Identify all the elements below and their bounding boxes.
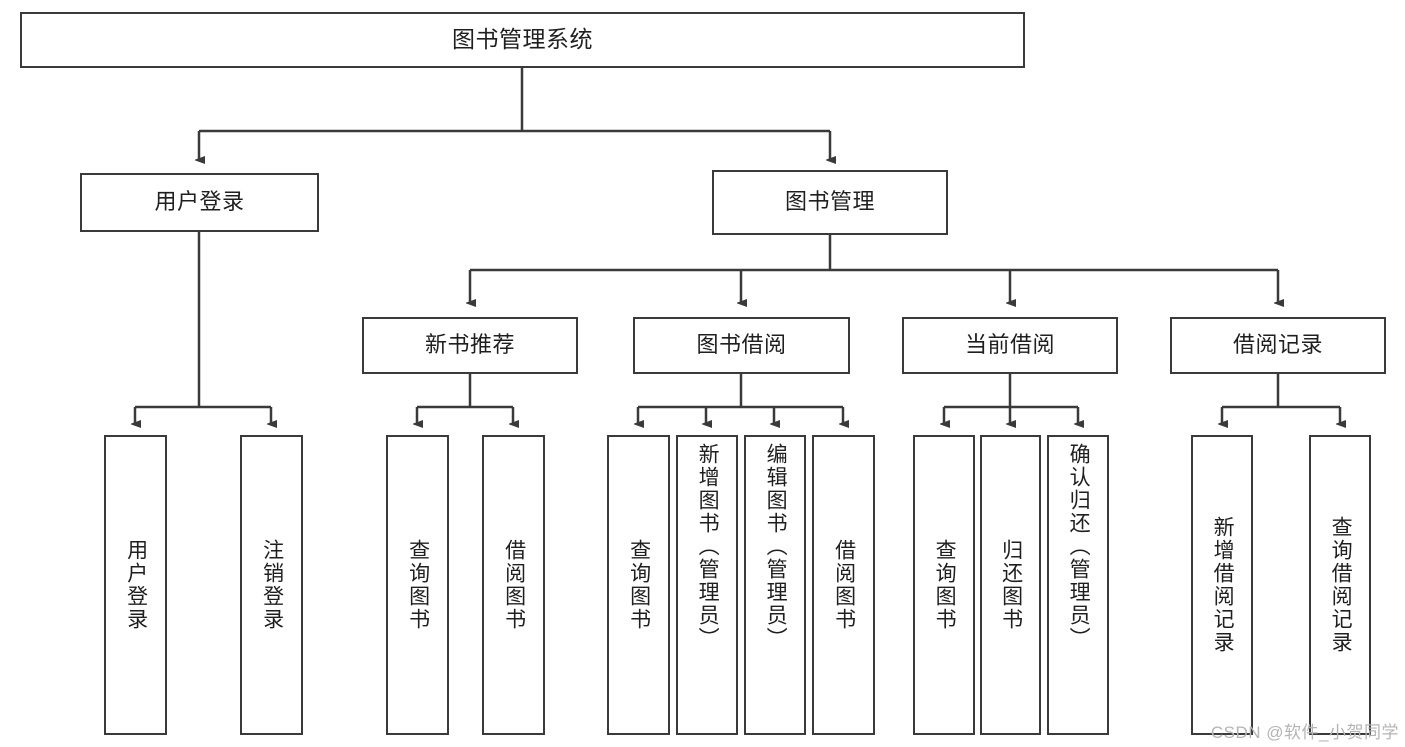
leaf-newbook-query-books[interactable]: 查询图书 [386,435,449,735]
leaf-newbook-borrow-books[interactable]: 借阅图书 [482,435,545,735]
node-label: 新书推荐 [424,332,515,358]
node-label: 查询借阅记录 [1329,516,1353,654]
node-label: 借阅图书 [502,539,526,631]
leaf-current-return-books[interactable]: 归还图书 [980,435,1041,735]
leaf-current-confirm-return-admin[interactable]: 确认归还（管理员） [1047,435,1109,735]
leaf-logout[interactable]: 注销登录 [240,435,303,735]
csdn-watermark: CSDN @软件_小贺同学 [1210,723,1399,742]
leaf-current-query-books[interactable]: 查询图书 [913,435,975,735]
node-root-book-management-system[interactable]: 图书管理系统 [20,12,1025,68]
node-label: 图书借阅 [696,332,787,358]
node-new-book-recommendation[interactable]: 新书推荐 [362,317,578,374]
node-label: 确认归还（管理员） [1067,443,1091,650]
node-label: 当前借阅 [964,332,1055,358]
node-borrowing-record[interactable]: 借阅记录 [1170,317,1386,374]
node-label: 注销登录 [260,539,284,631]
node-label: 借阅记录 [1232,332,1323,358]
node-label: 用户登录 [154,189,245,215]
leaf-user-login[interactable]: 用户登录 [104,435,167,735]
node-book-borrowing[interactable]: 图书借阅 [633,317,850,374]
node-label: 借阅图书 [832,539,856,631]
node-label: 查询图书 [627,539,651,631]
node-label: 用户登录 [124,539,148,631]
node-label: 新增图书（管理员） [696,443,720,650]
node-label: 图书管理 [784,189,875,215]
leaf-record-query-borrow-record[interactable]: 查询借阅记录 [1309,435,1371,735]
leaf-borrow-borrow-books[interactable]: 借阅图书 [812,435,875,735]
node-current-borrowing[interactable]: 当前借阅 [902,317,1118,374]
node-label: 查询图书 [406,539,430,631]
node-label: 新增借阅记录 [1211,516,1235,654]
node-label: 归还图书 [999,539,1023,631]
leaf-borrow-edit-book-admin[interactable]: 编辑图书（管理员） [744,435,806,735]
leaf-borrow-add-book-admin[interactable]: 新增图书（管理员） [676,435,738,735]
node-label: 图书管理系统 [452,26,593,53]
leaf-record-add-borrow-record[interactable]: 新增借阅记录 [1191,435,1253,735]
node-user-login[interactable]: 用户登录 [80,173,319,232]
node-label: 查询图书 [933,539,957,631]
node-label: 编辑图书（管理员） [764,443,788,650]
leaf-borrow-query-books[interactable]: 查询图书 [607,435,670,735]
node-book-management[interactable]: 图书管理 [712,170,948,235]
